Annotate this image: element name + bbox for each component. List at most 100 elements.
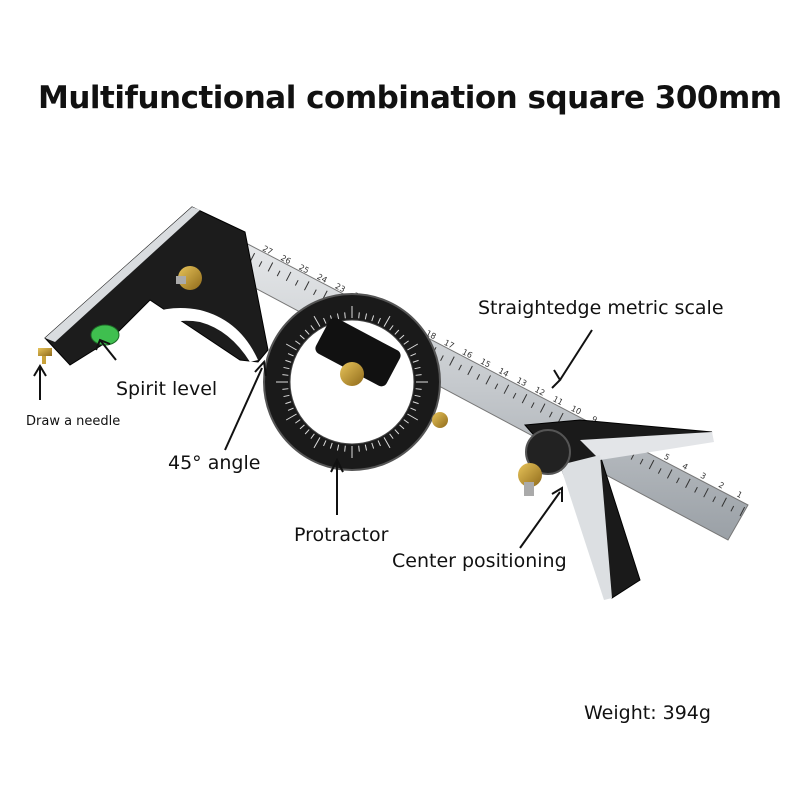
label-needle: Draw a needle (26, 414, 121, 429)
protractor-tick (323, 440, 327, 447)
ruler-number: 5 (663, 452, 672, 462)
protractor-tick (399, 424, 405, 430)
ruler-tick (521, 394, 528, 404)
protractor-knob (340, 362, 364, 386)
protractor-tick (412, 359, 419, 363)
protractor-tick (407, 343, 419, 351)
protractor-tick (336, 313, 340, 320)
ruler-tick (503, 384, 510, 394)
protractor-tick (377, 440, 381, 447)
ruler-tick (639, 458, 644, 465)
ruler-tick (730, 505, 735, 512)
ruler-tick (276, 270, 281, 277)
ruler-number: 1 (735, 490, 744, 500)
protractor-tick (394, 329, 400, 335)
page-title: Multifunctional combination square 300mm (38, 80, 782, 116)
ruler-tick (712, 496, 716, 503)
protractor-tick (389, 433, 394, 439)
ruler-tick (313, 289, 317, 296)
protractor-tick (304, 329, 310, 335)
protractor-tick (403, 340, 409, 345)
protractor-tick (285, 413, 297, 421)
ruler-tick (458, 364, 462, 371)
protractor-tick (412, 401, 419, 405)
ruler-tick (285, 271, 292, 282)
protractor-tick (295, 419, 301, 424)
ruler-number: 16 (461, 347, 474, 360)
ruler-tick (558, 412, 564, 423)
protractor-tick (358, 445, 360, 452)
ruler-number: 12 (533, 385, 546, 398)
ruler-tick (721, 497, 727, 507)
protractor-tick (287, 353, 294, 357)
protractor-tick (364, 313, 368, 320)
ruler-number: 14 (497, 366, 510, 379)
protractor-tick (415, 374, 422, 376)
needle-icon (38, 348, 52, 356)
protractor-tick (414, 394, 421, 398)
protractor-tick (310, 433, 315, 439)
ruler-tick (694, 486, 698, 493)
ruler-tick (494, 383, 499, 390)
protractor-tick (285, 359, 292, 363)
protractor-tick (313, 437, 321, 449)
protractor-tick (399, 334, 405, 340)
protractor-tick (299, 334, 305, 340)
protractor-tick (283, 394, 290, 398)
ruler-tick (258, 261, 263, 267)
ruler-tick (476, 374, 481, 380)
ruler-number: 15 (479, 357, 492, 370)
protractor (263, 293, 448, 471)
ruler-tick (657, 468, 662, 474)
protractor-tick (323, 317, 327, 324)
ruler-number: 9 (590, 414, 599, 424)
protractor-tick (358, 312, 360, 319)
label-spirit-level: Spirit level (116, 378, 218, 400)
ruler-number: 11 (551, 394, 564, 407)
ruler-number: 24 (315, 272, 328, 285)
protractor-tick (304, 429, 310, 435)
ruler-number: 4 (681, 461, 690, 471)
ruler-tick (685, 478, 691, 489)
protractor-tick (313, 315, 321, 327)
protractor-tick (283, 366, 290, 370)
protractor-tick (383, 437, 391, 449)
ruler-tick (703, 488, 709, 498)
label-center-positioning: Center positioning (392, 550, 567, 572)
ruler-tick (485, 375, 491, 385)
ruler-number: 2 (717, 480, 726, 490)
protractor-tick (282, 388, 289, 390)
ruler-tick (739, 506, 746, 517)
ruler-tick (648, 459, 655, 470)
protractor-tick (310, 325, 315, 331)
center-knob (518, 463, 542, 487)
ruler-tick (539, 403, 546, 413)
protractor-tick (371, 442, 375, 449)
ruler-tick (676, 477, 680, 484)
protractor-tick (299, 424, 305, 430)
ruler-tick (530, 402, 535, 409)
center-head (518, 419, 714, 600)
ruler-tick (267, 262, 274, 272)
ruler-tick (512, 392, 517, 399)
weight-label: Weight: 394g (584, 702, 711, 724)
protractor-tick (295, 340, 301, 345)
ruler-number: 25 (297, 263, 310, 276)
label-45-angle: 45° angle (168, 452, 261, 474)
protractor-tick (285, 343, 297, 351)
ruler-number: 27 (261, 244, 274, 257)
label-protractor: Protractor (294, 524, 389, 546)
ruler-number: 3 (699, 471, 708, 481)
protractor-tick (329, 442, 333, 449)
protractor-tick (415, 388, 422, 390)
ruler-tick (449, 356, 455, 366)
ruler-tick (440, 355, 444, 362)
ruler-tick (549, 411, 553, 418)
ruler-tick (467, 365, 473, 376)
ruler-tick (304, 281, 310, 291)
square-head (38, 206, 269, 366)
protractor-tick (364, 444, 368, 451)
protractor-tick (371, 315, 375, 322)
